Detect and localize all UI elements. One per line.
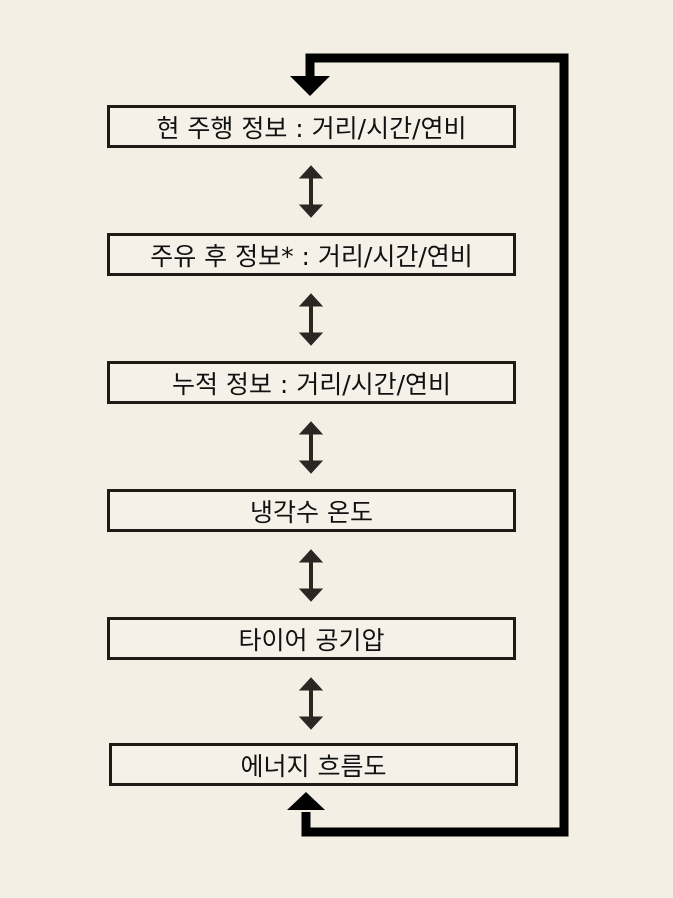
loop-return-line [301, 53, 569, 837]
double-arrow-1 [298, 165, 324, 218]
arrow-up-into-last-box [287, 792, 325, 810]
node-tire-pressure: 타이어 공기압 [107, 617, 516, 660]
node-label: 누적 정보 : 거리/시간/연비 [171, 369, 452, 399]
node-label: 에너지 흐름도 [240, 751, 387, 781]
node-label: 타이어 공기압 [238, 625, 385, 655]
node-energy-flow: 에너지 흐름도 [109, 743, 518, 786]
double-arrow-4 [298, 549, 324, 602]
node-coolant-temp: 냉각수 온도 [107, 489, 516, 532]
node-after-refuel: 주유 후 정보* : 거리/시간/연비 [107, 233, 516, 276]
double-arrow-3 [298, 421, 324, 474]
arrow-down-into-first-box [290, 76, 330, 96]
node-label: 주유 후 정보* : 거리/시간/연비 [150, 241, 473, 271]
node-cumulative: 누적 정보 : 거리/시간/연비 [107, 361, 516, 404]
double-arrow-2 [298, 293, 324, 346]
node-current-trip: 현 주행 정보 : 거리/시간/연비 [107, 105, 516, 148]
double-arrow-5 [298, 677, 324, 730]
node-label: 현 주행 정보 : 거리/시간/연비 [156, 113, 467, 143]
node-label: 냉각수 온도 [250, 497, 373, 527]
